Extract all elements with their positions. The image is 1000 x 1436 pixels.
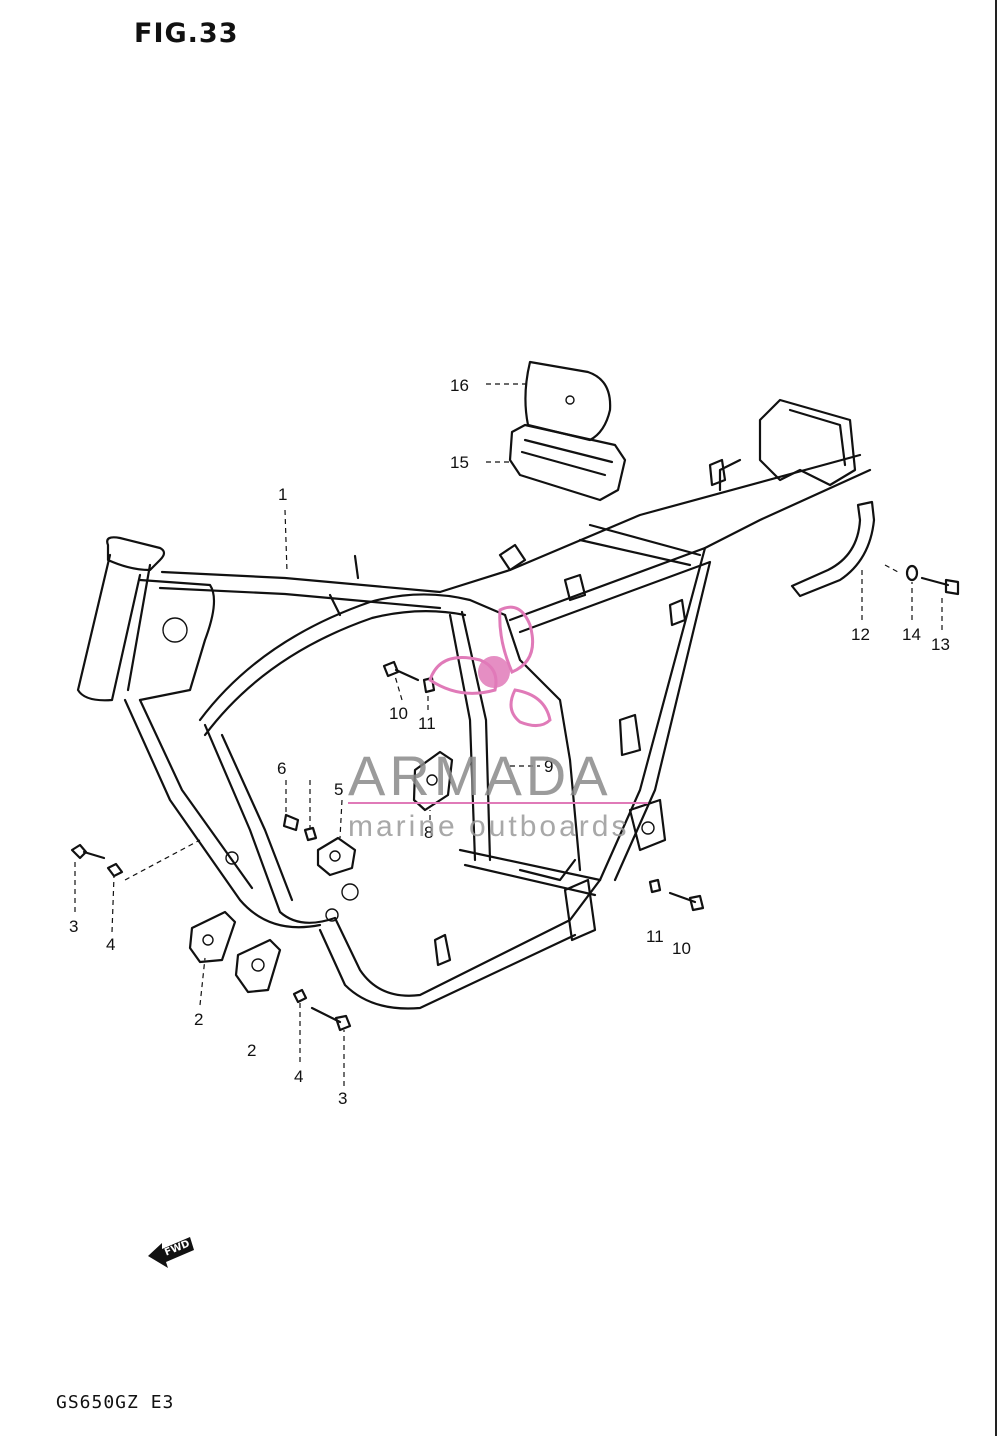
bolt-13 xyxy=(920,576,960,596)
callout-4a: 4 xyxy=(106,935,115,954)
engine-mount-plate-b xyxy=(234,938,282,994)
callout-labels: 1 2 2 3 3 4 4 5 6 8 9 10 10 11 11 12 13 … xyxy=(69,376,950,1108)
mount-bolt-left xyxy=(70,843,106,860)
washer-14 xyxy=(905,564,919,582)
callout-1: 1 xyxy=(278,485,287,504)
fwd-marker: FWD xyxy=(148,1237,194,1268)
callout-3a: 3 xyxy=(69,917,78,936)
plate-8 xyxy=(412,750,454,812)
fwd-arrow-icon xyxy=(148,1237,194,1268)
callout-6: 6 xyxy=(277,759,286,778)
cover-16 xyxy=(524,360,612,442)
callout-13: 13 xyxy=(931,635,950,654)
callout-11a: 11 xyxy=(418,714,436,733)
bracket-5 xyxy=(316,836,357,877)
main-frame xyxy=(76,398,872,1010)
engine-mount-plate-a xyxy=(188,910,237,964)
bolt-6 xyxy=(282,813,318,842)
callout-3b: 3 xyxy=(338,1089,347,1108)
mount-nut-lower xyxy=(292,988,308,1004)
watermark: ARMADA marine outboards xyxy=(348,605,648,843)
callout-5: 5 xyxy=(334,780,343,799)
leader-lines xyxy=(74,383,943,1086)
figure-title: FIG.33 xyxy=(134,18,239,49)
callout-4b: 4 xyxy=(294,1067,303,1086)
rear-bracket-12 xyxy=(790,500,876,598)
callout-2a: 2 xyxy=(194,1010,203,1029)
callout-2b: 2 xyxy=(247,1041,256,1060)
model-code: GS650GZ E3 xyxy=(56,1392,175,1413)
callout-15: 15 xyxy=(450,453,469,472)
callout-14: 14 xyxy=(902,625,921,644)
bolt-10-upper xyxy=(382,660,436,694)
mount-nut-left xyxy=(106,862,124,878)
electrical-box-15 xyxy=(508,423,627,502)
bolt-10-lower xyxy=(648,878,705,912)
watermark-brand: ARMADA xyxy=(348,744,612,807)
callout-11b: 11 xyxy=(646,927,664,946)
callout-12: 12 xyxy=(851,625,870,644)
callout-8: 8 xyxy=(424,823,433,842)
mount-bolt-lower xyxy=(310,1006,352,1032)
callout-16: 16 xyxy=(450,376,469,395)
callout-9: 9 xyxy=(544,757,553,776)
watermark-tagline: marine outboards xyxy=(348,810,629,843)
propeller-logo-icon xyxy=(428,605,552,727)
callout-10a: 10 xyxy=(389,704,408,723)
page-border xyxy=(995,0,997,1436)
callout-10b: 10 xyxy=(672,939,691,958)
